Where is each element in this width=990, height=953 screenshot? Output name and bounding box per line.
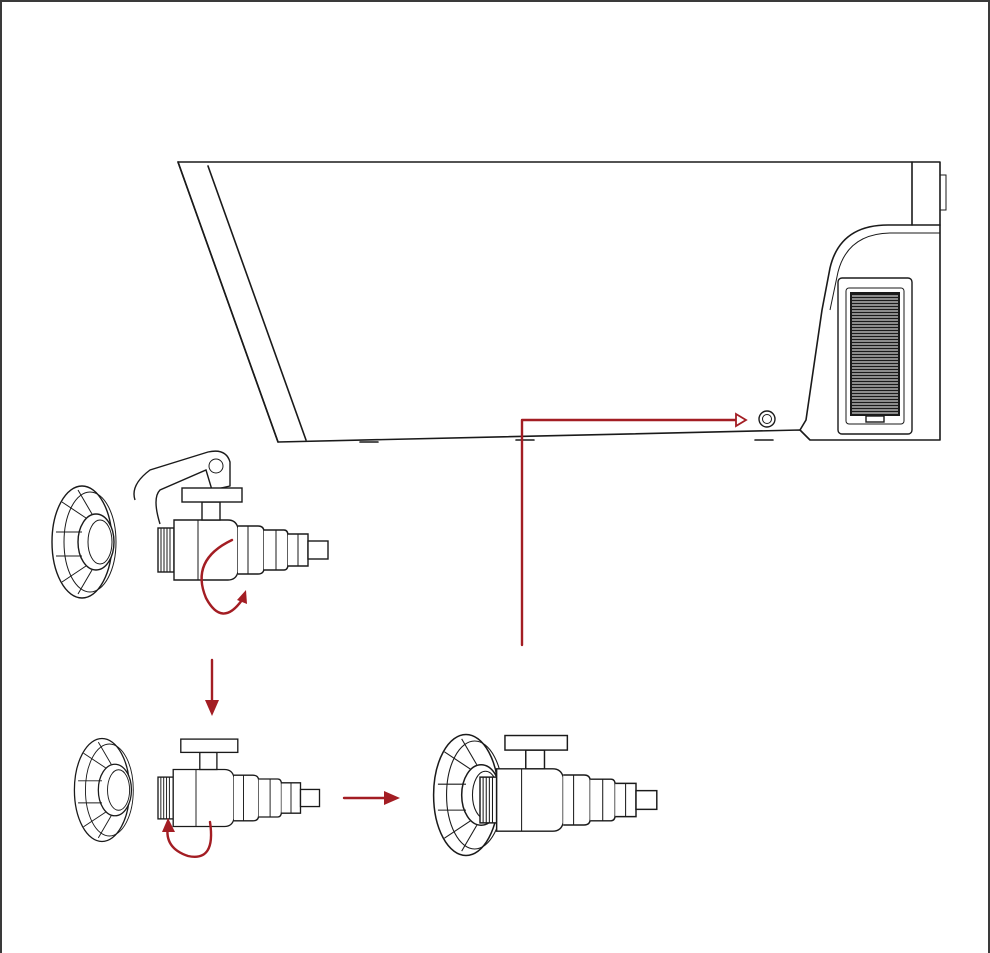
angle-valve (157, 487, 329, 581)
angle-valve (479, 734, 658, 832)
wall-flange (51, 485, 117, 599)
step-2-valve-separate (73, 737, 321, 858)
step-arrow-right (342, 791, 400, 805)
step-3-valve-assembled (432, 733, 658, 857)
step-1-valve-with-bracket (51, 450, 329, 615)
ventilation-grille (837, 277, 913, 435)
bathtub-side-view (177, 161, 947, 443)
wall-flange (73, 737, 134, 843)
angle-valve (157, 738, 321, 828)
connection-arrow (520, 412, 748, 647)
drain-port (758, 410, 776, 428)
step-arrow-down (205, 658, 219, 716)
